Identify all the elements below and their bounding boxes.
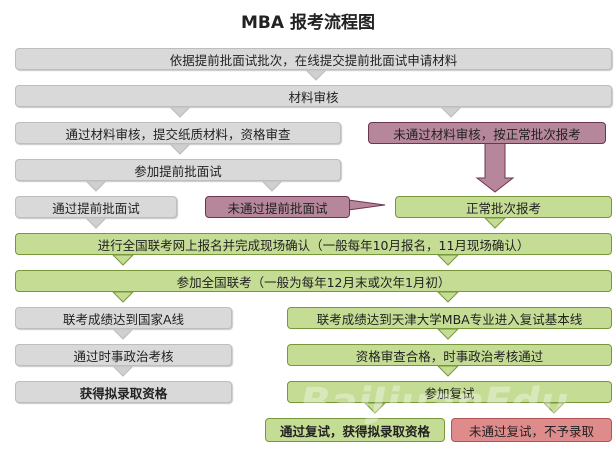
- step-pass-interview: 通过提前批面试: [15, 196, 177, 218]
- arrow-down-icon: [260, 180, 284, 192]
- arrow-down-icon: [111, 254, 135, 266]
- step-retest: 参加复试: [287, 381, 612, 403]
- step-fail-retest: 未通过复试，不予录取: [451, 418, 612, 442]
- step-attend-interview: 参加提前批面试: [15, 159, 341, 181]
- arrow-down-icon: [111, 365, 135, 377]
- step-fail-interview: 未通过提前批面试: [205, 196, 350, 218]
- arrow-down-icon: [436, 328, 460, 340]
- arrow-down-icon: [84, 180, 108, 192]
- step-register: 进行全国联考网上报名并完成现场确认（一般每年10月报名，11月现场确认）: [15, 233, 612, 255]
- step-pass-retest: 通过复试，获得拟录取资格: [265, 418, 445, 442]
- step-material-review: 材料审核: [15, 85, 612, 107]
- arrow-down-icon: [111, 291, 135, 303]
- arrow-right-icon: [347, 199, 386, 211]
- arrow-down-icon: [111, 328, 135, 340]
- step-qualified: 资格审查合格，时事政治考核通过: [287, 344, 612, 366]
- step-a-line: 联考成绩达到国家A线: [15, 307, 232, 329]
- arrow-down-icon: [439, 106, 463, 118]
- arrow-down-icon: [483, 217, 507, 229]
- step-admit-left: 获得拟录取资格: [15, 381, 232, 403]
- arrow-down-icon: [168, 106, 192, 118]
- step-tju-line: 联考成绩达到天津大学MBA专业进入复试基本线: [287, 307, 612, 329]
- arrow-down-icon: [436, 291, 460, 303]
- step-politics: 通过时事政治考核: [15, 344, 232, 366]
- step-fail-material: 未通过材料审核，按正常批次报考: [368, 122, 606, 144]
- watermark: BaiJiuanEdu: [300, 380, 569, 426]
- step-submit-application: 依据提前批面试批次，在线提交提前批面试申请材料: [15, 48, 612, 70]
- step-exam: 参加全国联考（一般为每年12月末或次年1月初）: [15, 270, 612, 292]
- arrow-down-icon: [436, 254, 460, 266]
- arrow-down-icon: [84, 217, 108, 229]
- step-pass-material: 通过材料审核，提交纸质材料，资格审查: [15, 122, 341, 144]
- arrow-down-icon: [168, 143, 192, 155]
- arrow-down-icon: [304, 69, 328, 81]
- page-title: MBA 报考流程图: [241, 13, 375, 33]
- arrow-down-icon: [436, 365, 460, 377]
- arrow-down-icon: [363, 402, 387, 414]
- step-normal-batch: 正常批次报考: [395, 196, 612, 218]
- arrow-down-icon: [542, 402, 566, 414]
- arrow-down-icon: [475, 140, 515, 193]
